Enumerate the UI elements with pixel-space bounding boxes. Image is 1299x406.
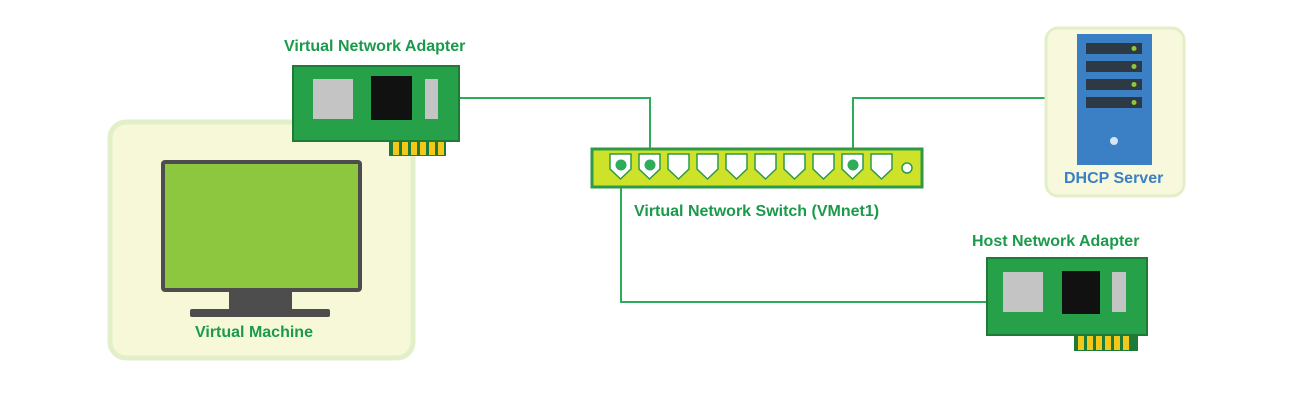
dhcp-server-label: DHCP Server <box>1064 170 1164 187</box>
host-network-adapter-card <box>986 257 1148 351</box>
connection-lines <box>459 97 1045 303</box>
dhcp-server-node <box>1044 26 1186 198</box>
virtual-network-switch <box>590 147 924 189</box>
monitor-icon <box>161 160 362 317</box>
connected-port-dots <box>615 159 859 171</box>
host-network-adapter-label: Host Network Adapter <box>972 233 1140 250</box>
link-dhcp-server-to-switch <box>852 97 1045 163</box>
server-tower-icon <box>1077 34 1152 165</box>
virtual-machine-node <box>107 119 416 361</box>
switch-led <box>901 162 913 174</box>
virtual-network-adapter-card <box>292 65 460 156</box>
switch-ports <box>609 153 893 181</box>
virtual-network-adapter-label: Virtual Network Adapter <box>284 38 466 55</box>
link-virtual-adapter-to-switch <box>459 97 651 163</box>
link-host-adapter-to-switch <box>620 163 987 303</box>
virtual-machine-label: Virtual Machine <box>195 324 313 341</box>
virtual-network-switch-label: Virtual Network Switch (VMnet1) <box>634 203 880 220</box>
